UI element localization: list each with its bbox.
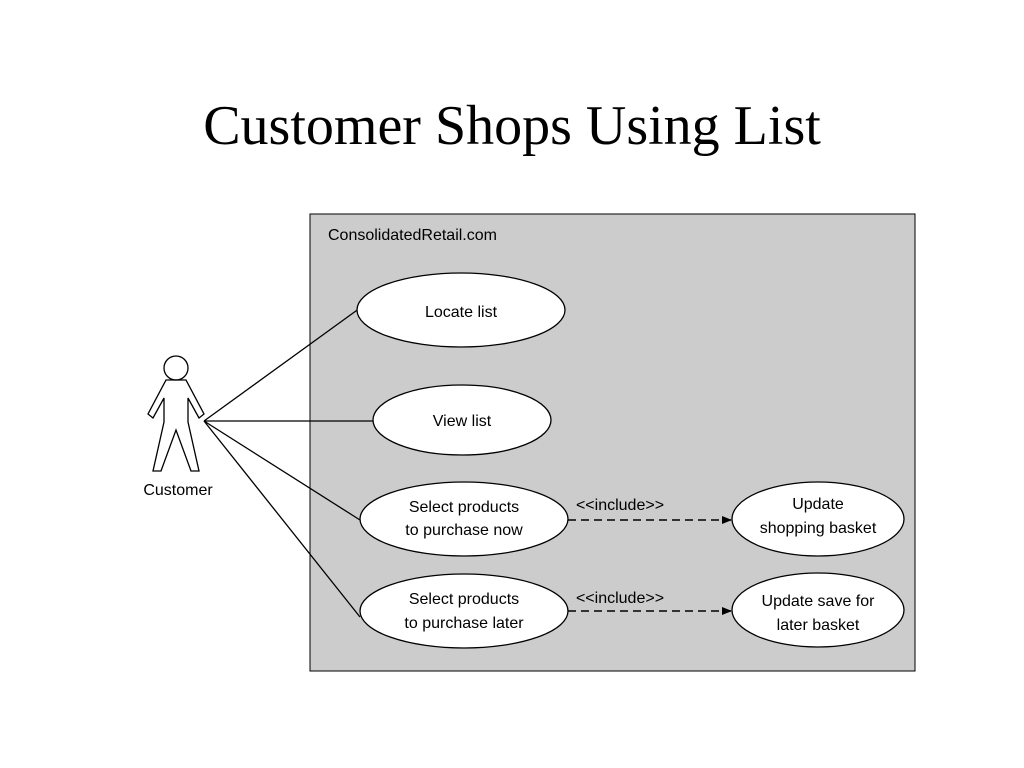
svg-text:later basket: later basket: [777, 617, 860, 634]
use-case-select-now[interactable]: Select products to purchase now: [359, 481, 569, 557]
use-case-update-basket[interactable]: Update shopping basket: [731, 481, 905, 557]
svg-text:Select products: Select products: [409, 499, 519, 516]
svg-text:to purchase now: to purchase now: [405, 522, 523, 539]
use-case-label-line-2: later basket: [777, 617, 860, 634]
actor-label: Customer: [143, 482, 213, 499]
associations: [203, 307, 374, 618]
svg-text:shopping basket: shopping basket: [760, 520, 877, 537]
actor-customer[interactable]: [147, 355, 205, 472]
include-label: <<include>>: [576, 590, 664, 607]
use-case-label: View list: [433, 413, 492, 430]
svg-text:Update: Update: [792, 496, 844, 513]
svg-text:Select products: Select products: [409, 591, 519, 608]
use-case-label-line-1: Update: [792, 496, 844, 513]
use-case-label-line-2: to purchase now: [405, 522, 523, 539]
association-select-now: [203, 420, 361, 521]
association-select-later: [203, 420, 361, 618]
svg-text:Locate list: Locate list: [425, 304, 498, 321]
use-case-locate-list[interactable]: Locate list: [356, 272, 566, 348]
include-relation-2: <<include>>: [568, 590, 732, 615]
use-case-label-line-2: to purchase later: [404, 615, 524, 632]
use-case-label-line-2: shopping basket: [760, 520, 877, 537]
actor-body: [147, 379, 205, 472]
include-label: <<include>>: [576, 497, 664, 514]
use-case-view-list[interactable]: View list: [372, 384, 552, 456]
use-case-label-line-1: Select products: [409, 591, 519, 608]
svg-text:Update save for: Update save for: [762, 593, 876, 610]
use-case-label: Locate list: [425, 304, 498, 321]
use-case-label-line-1: Select products: [409, 499, 519, 516]
svg-text:View list: View list: [433, 413, 492, 430]
association-locate-list: [203, 307, 361, 422]
use-case-select-later[interactable]: Select products to purchase later: [359, 573, 569, 649]
include-relation-1: <<include>>: [568, 497, 732, 524]
svg-text:to purchase later: to purchase later: [404, 615, 524, 632]
system-boundary-label: ConsolidatedRetail.com: [328, 227, 497, 244]
slide-title: Customer Shops Using List: [203, 95, 821, 157]
use-case-label-line-1: Update save for: [762, 593, 876, 610]
use-case-update-save[interactable]: Update save for later basket: [731, 572, 905, 648]
actor-head: [163, 355, 189, 381]
